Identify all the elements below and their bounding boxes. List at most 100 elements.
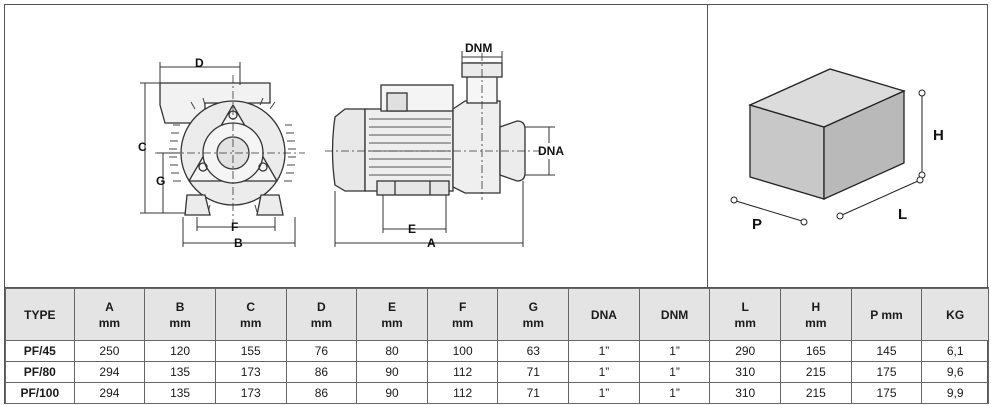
table-cell: 1”: [638, 361, 711, 383]
dim-label-h: H: [933, 127, 944, 144]
column-header-name: E: [388, 299, 397, 314]
column-header-name: G: [528, 299, 538, 314]
column-header-unit: mm: [310, 315, 333, 330]
table-cell: 310: [709, 382, 782, 404]
pump-front-view: [155, 75, 305, 230]
table-cell: 155: [214, 340, 287, 362]
column-header-name: A: [105, 299, 114, 314]
dim-label-dna: DNA: [538, 144, 564, 158]
table-cell: 310: [709, 361, 782, 383]
model-type-cell: PF/80: [5, 361, 75, 383]
model-type-cell: PF/45: [5, 340, 75, 362]
table-cell: 80: [356, 340, 428, 362]
table-cell: 1”: [568, 382, 640, 404]
table-cell: 250: [73, 340, 146, 362]
column-header-unit: mm: [381, 315, 403, 330]
table-cell: 100: [426, 340, 499, 362]
pump-dimension-drawing: D C G F B: [138, 41, 564, 250]
table-cell: 9,9: [921, 382, 989, 404]
column-header-name: D: [317, 299, 326, 314]
dim-label-f: F: [231, 220, 238, 234]
column-header-unit: mm: [169, 315, 191, 330]
table-cell: 173: [214, 382, 287, 404]
table-cell: 290: [709, 340, 782, 362]
column-header-name: H: [811, 299, 821, 314]
column-header-unit: mm: [805, 315, 827, 330]
column-header: TYPE: [5, 288, 75, 341]
table-cell: 175: [850, 361, 923, 383]
table-cell: 86: [285, 361, 358, 383]
table-cell: 9,6: [921, 361, 989, 383]
table-cell: 1”: [638, 382, 711, 404]
package-dimension-lines: [730, 89, 926, 226]
table-cell: 6,1: [921, 340, 989, 362]
table-cell: 215: [780, 382, 852, 404]
column-header: P mm: [850, 288, 923, 341]
model-type-cell: PF/100: [5, 382, 75, 404]
table-cell: 1”: [568, 361, 640, 383]
table-cell: 112: [426, 361, 499, 383]
column-header-name: F: [458, 299, 467, 314]
dim-label-e: E: [408, 222, 416, 236]
table-cell: 165: [780, 340, 852, 362]
column-header-unit: mm: [451, 315, 474, 330]
package-dimension-drawing: H L P: [730, 68, 944, 233]
table-cell: 135: [144, 361, 216, 383]
column-header-unit: mm: [522, 315, 544, 330]
table-cell: 71: [497, 382, 570, 404]
side-view-dimensions: [334, 51, 555, 247]
column-header: KG: [921, 288, 989, 341]
table-cell: 86: [285, 382, 358, 404]
table-cell: 145: [850, 340, 923, 362]
table-cell: 173: [214, 361, 287, 383]
column-header-name: TYPE: [24, 307, 56, 322]
dim-label-a: A: [427, 236, 436, 250]
table-cell: 294: [73, 361, 146, 383]
dim-label-p: P: [752, 216, 762, 233]
column-header-name: P mm: [870, 307, 903, 322]
front-view-dimensions: [140, 62, 296, 247]
column-header-name: L: [741, 299, 749, 314]
column-header-name: B: [175, 299, 185, 314]
drawings-area: D C G F B: [5, 5, 989, 288]
dim-label-b: B: [234, 236, 243, 250]
dim-label-dnm: DNM: [465, 41, 492, 55]
dim-label-l: L: [898, 206, 907, 223]
column-header-unit: mm: [240, 315, 262, 330]
table-cell: 175: [850, 382, 923, 404]
table-cell: 112: [426, 382, 499, 404]
table-cell: 294: [73, 382, 146, 404]
package-drawing-panel: H L P: [708, 5, 989, 288]
dim-label-g: G: [156, 174, 165, 188]
table-cell: 90: [356, 361, 428, 383]
table-cell: 76: [285, 340, 358, 362]
table-cell: 1”: [638, 340, 711, 362]
table-cell: 90: [356, 382, 428, 404]
column-header-name: DNA: [590, 307, 617, 322]
table-cell: 63: [497, 340, 570, 362]
column-header: DNA: [568, 288, 640, 341]
column-header: DNM: [638, 288, 711, 341]
column-header-name: DNM: [660, 307, 689, 322]
table-cell: 71: [497, 361, 570, 383]
table-cell: 120: [144, 340, 216, 362]
table-cell: 135: [144, 382, 216, 404]
dim-label-c: C: [138, 140, 147, 154]
table-cell: 1”: [568, 340, 640, 362]
column-header-name: C: [246, 299, 256, 314]
package-box: [748, 68, 906, 201]
